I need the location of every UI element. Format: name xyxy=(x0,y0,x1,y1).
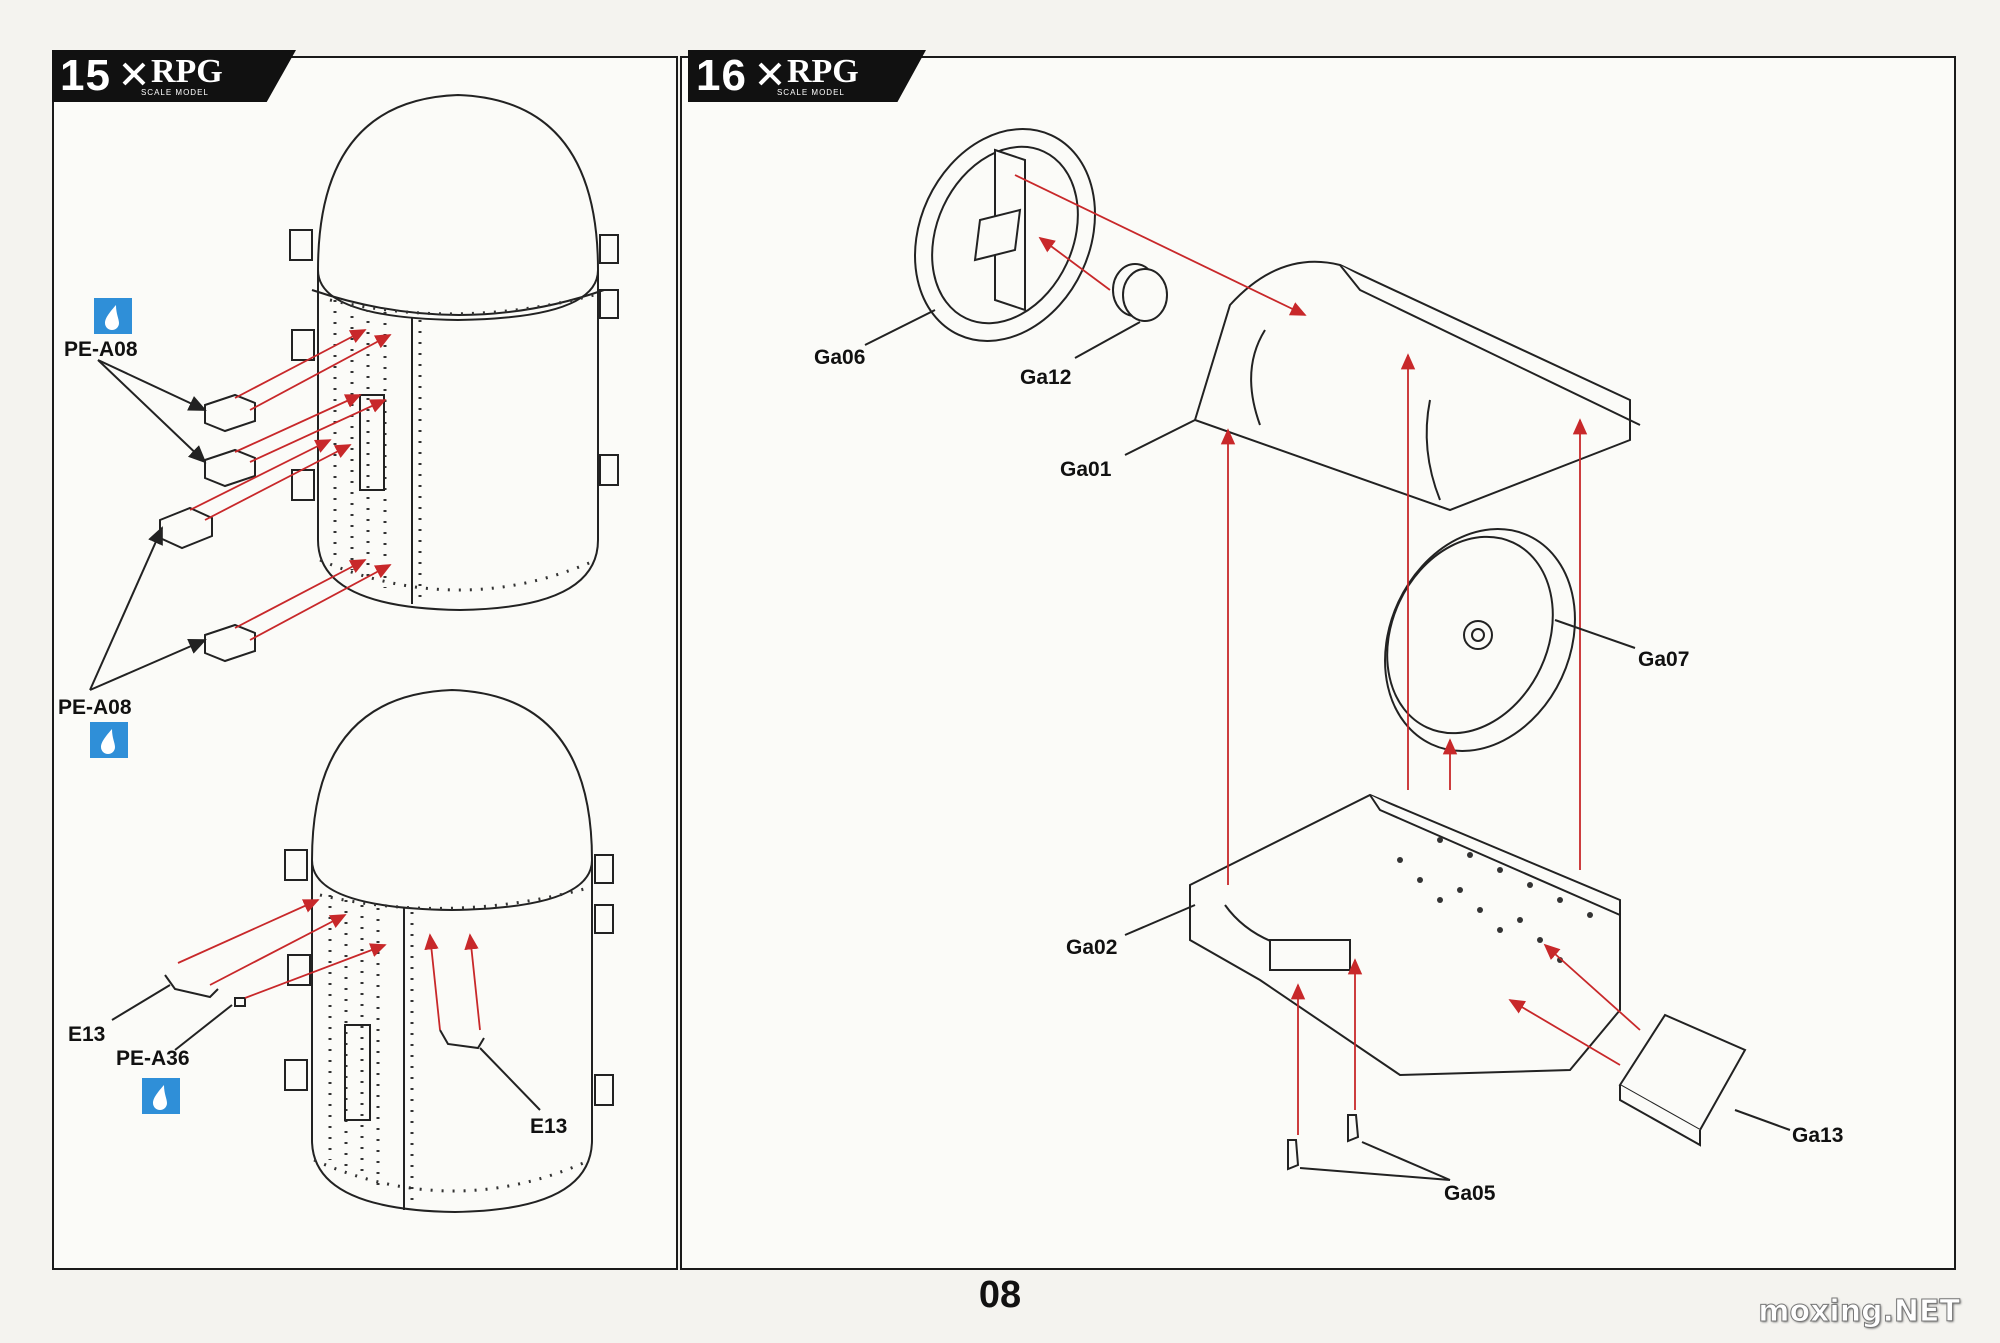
label-e13-left: E13 xyxy=(68,1023,106,1046)
step-16-badge: 16 RPG SCALE MODEL xyxy=(688,50,926,102)
ga02-lower-shell xyxy=(1189,793,1621,1077)
step-number: 16 xyxy=(696,51,747,100)
ga12-plug xyxy=(1112,263,1168,322)
step15-leader-lines-top xyxy=(89,359,207,691)
label-ga05: Ga05 xyxy=(1444,1182,1496,1205)
label-ga06: Ga06 xyxy=(814,346,866,369)
crossed-swords-icon xyxy=(122,62,146,86)
e13-grab-handles xyxy=(164,974,485,1050)
step16-leader-lines xyxy=(864,309,1791,1181)
step-15-badge: 15 RPG SCALE MODEL xyxy=(52,50,296,102)
step15-arrows-bottom xyxy=(177,899,481,1031)
label-e13-right: E13 xyxy=(530,1115,568,1138)
glue-drop-icon xyxy=(90,722,128,758)
step-16-panel xyxy=(680,56,1956,1270)
label-pe-a08-top: PE-A08 xyxy=(64,338,138,361)
step15-arrows-top xyxy=(189,329,392,641)
ga01-upper-shell xyxy=(1193,260,1641,512)
turret-cylinder-top xyxy=(289,93,619,612)
label-ga12: Ga12 xyxy=(1020,366,1072,389)
step15-leader-lines-bottom xyxy=(111,984,541,1111)
crossed-swords-icon xyxy=(758,62,782,86)
ga07-disc xyxy=(1384,528,1576,752)
glue-drop-icon xyxy=(142,1078,180,1114)
pe-a08-handle-parts xyxy=(159,393,256,663)
watermark: moxing.NET xyxy=(1758,1294,1961,1330)
ga05-parts xyxy=(1287,1114,1360,1171)
label-pe-a36: PE-A36 xyxy=(116,1047,190,1070)
label-pe-a08-bottom: PE-A08 xyxy=(58,696,132,719)
ga13-block xyxy=(1618,1013,1747,1147)
brand-logo: RPG SCALE MODEL xyxy=(757,55,859,97)
step16-arrows xyxy=(1014,174,1641,1135)
brand-logo: RPG SCALE MODEL xyxy=(121,55,223,97)
label-ga13: Ga13 xyxy=(1792,1124,1844,1147)
ga06-hatch-ring xyxy=(914,128,1096,342)
step-number: 15 xyxy=(60,51,111,100)
label-ga02: Ga02 xyxy=(1066,936,1118,959)
glue-drop-icon xyxy=(94,298,132,334)
page-number: 08 xyxy=(978,1274,1022,1316)
label-ga07: Ga07 xyxy=(1638,648,1690,671)
label-ga01: Ga01 xyxy=(1060,458,1112,481)
